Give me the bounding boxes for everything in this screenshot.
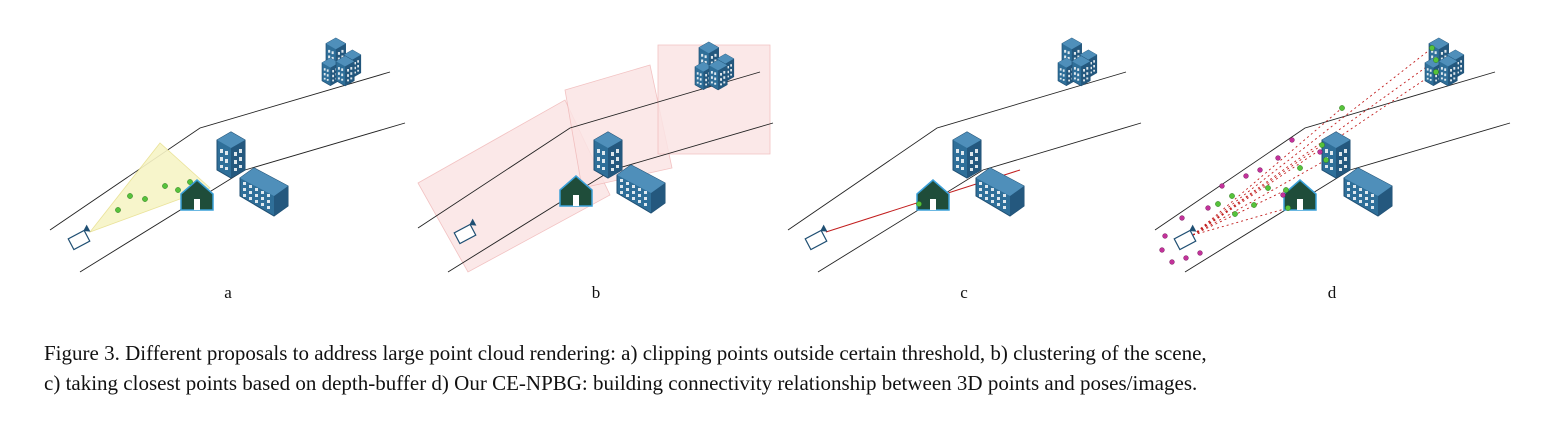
- panel-a-clipping: [49, 38, 406, 273]
- panel-label-a: a: [224, 283, 232, 302]
- panel-label-b: b: [591, 283, 601, 302]
- figure-caption: Figure 3. Different proposals to address…: [44, 338, 1534, 398]
- caption-line-2: c) taking closest points based on depth-…: [44, 371, 1198, 395]
- panel-d-ce-npbg: [1154, 38, 1511, 273]
- panel-b-clustering: [417, 42, 774, 273]
- panel-label-d: d: [1327, 283, 1337, 302]
- caption-line-1: Figure 3. Different proposals to address…: [44, 341, 1207, 365]
- panel-c-depth-buffer: [787, 38, 1142, 273]
- panel-label-c: c: [960, 283, 968, 302]
- figure-illustration: [49, 0, 1511, 273]
